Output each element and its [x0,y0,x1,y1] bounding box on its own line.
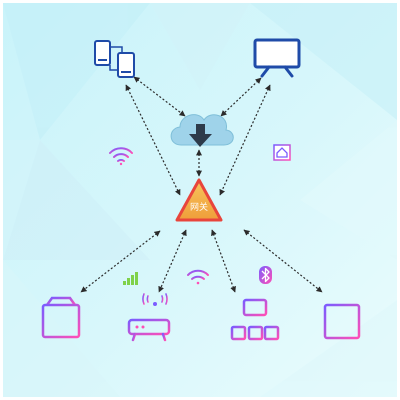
background-facets [3,3,397,397]
gateway-node: 网关 [175,178,223,222]
link-gateway-storage [80,230,161,293]
phones-icon [94,40,135,78]
link-gateway-hub [211,229,236,293]
wifi-router-icon [127,293,171,342]
gateway-label: 网关 [190,201,208,213]
link-phones-gateway [125,84,181,196]
monitor-tv-icon [253,38,301,78]
wifi-icon [187,269,209,285]
link-gateway-router [158,229,187,293]
gateway-warning-triangle-icon [175,178,223,222]
cloud-download-icon [170,114,234,147]
link-tv-gateway [219,84,271,196]
signal-bars-icon [123,272,138,285]
connection-links [80,76,323,293]
storage-server-icon [41,296,81,339]
wifi-icon [109,147,133,166]
network-hub-icon [230,298,280,341]
control-panel-icon [323,303,361,340]
bluetooth-icon [259,266,272,284]
home-icon [273,144,291,161]
link-gateway-panel [243,229,323,293]
